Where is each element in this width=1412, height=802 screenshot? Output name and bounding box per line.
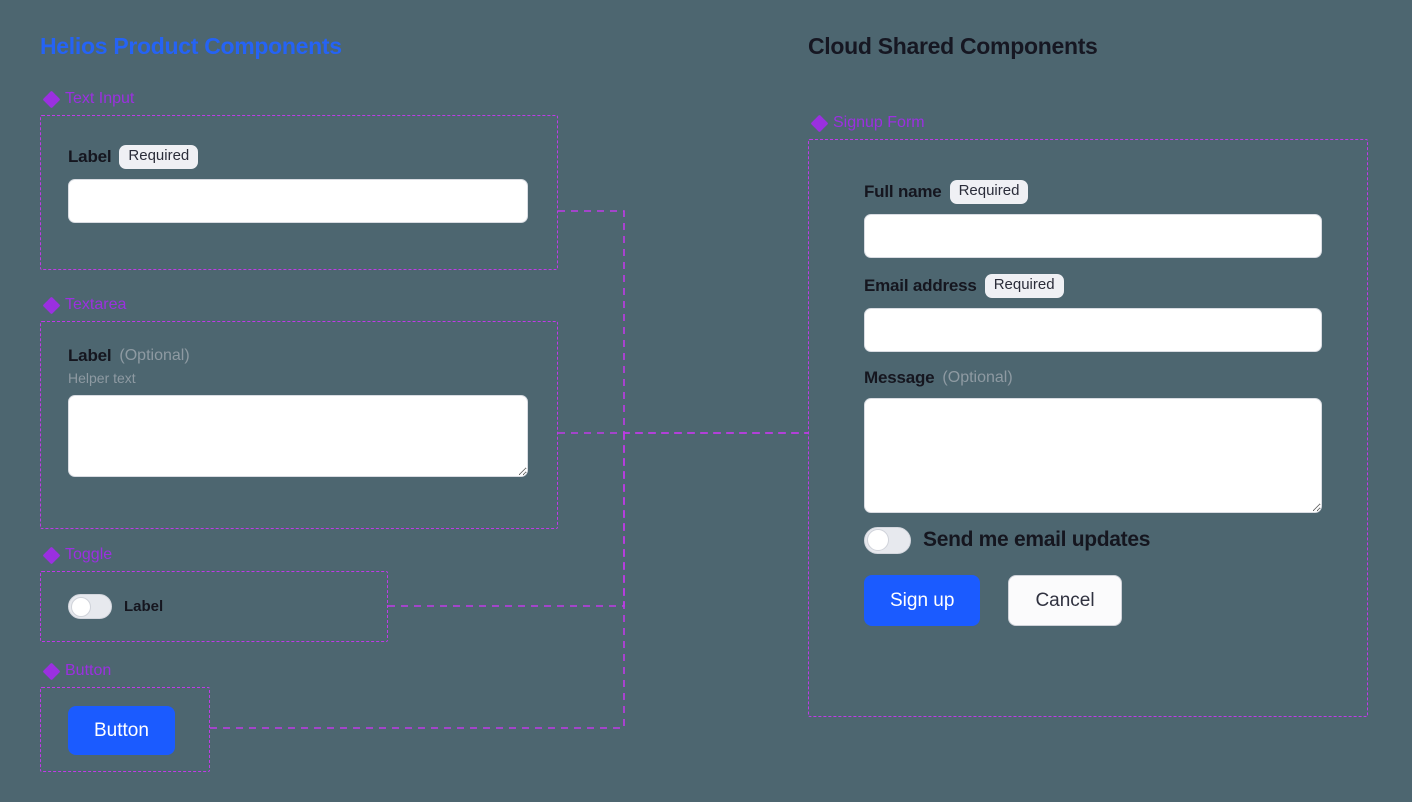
component-box-textarea: Label (Optional) Helper text [40,321,558,529]
diamond-cluster-icon [42,90,61,108]
group-label-toggle: Toggle [42,546,113,564]
group-label-textarea: Textarea [42,296,127,314]
group-label-text: Text Input [65,90,135,107]
email-input[interactable] [864,307,1322,352]
helper-text: Helper text [68,370,136,386]
demo-button[interactable]: Button [68,706,175,755]
required-badge: Required [984,273,1064,298]
group-label-text: Toggle [65,546,113,563]
sign-up-button[interactable]: Sign up [864,574,981,626]
page-title-left: Helios Product Components [40,33,342,59]
email-updates-label: Send me email updates [923,528,1151,551]
toggle-row: Label [68,594,163,619]
diamond-cluster-icon [810,114,829,132]
component-box-text-input: Label Required [40,115,558,270]
page-title-right: Cloud Shared Components [808,33,1098,59]
message-textarea[interactable] [864,397,1322,513]
field-label: Message [864,367,935,387]
text-input-field[interactable] [68,178,528,223]
field-label-row: Email address Required [864,273,1322,298]
field-label: Label [68,146,112,166]
email-updates-toggle-row: Send me email updates [864,526,1322,554]
required-badge: Required [119,145,199,169]
field-label: Full name [864,181,942,201]
textarea-field[interactable] [68,395,528,477]
group-label-signup-form: Signup Form [810,114,925,132]
optional-hint: (Optional) [119,347,190,364]
group-label-text-input: Text Input [42,90,135,108]
component-box-signup-form: Full name Required Email address Require… [808,139,1368,717]
group-label-text: Signup Form [833,114,925,131]
field-email: Email address Required [864,273,1322,352]
group-label-text: Textarea [65,296,127,313]
field-label-row: Label (Optional) [68,346,528,366]
diamond-cluster-icon [42,296,61,314]
component-box-button: Button [40,687,210,772]
form-actions: Sign up Cancel [864,574,1322,626]
connector-text-input [558,210,808,434]
field-label: Label [68,346,112,365]
field-label-row: Label Required [68,145,528,169]
field-message: Message (Optional) [864,368,1322,513]
diamond-cluster-icon [42,662,61,680]
field-label: Email address [864,275,977,295]
email-updates-toggle[interactable] [864,526,911,554]
field-label-row: Full name Required [864,180,1322,204]
group-label-button: Button [42,662,112,680]
toggle-switch[interactable] [68,594,112,619]
full-name-input[interactable] [864,213,1322,258]
diamond-cluster-icon [42,546,61,564]
field-full-name: Full name Required [864,180,1322,258]
toggle-knob [867,529,889,551]
component-box-toggle: Label [40,571,388,642]
toggle-label: Label [124,598,164,615]
field-label-row: Message (Optional) [864,368,1322,388]
optional-hint: (Optional) [942,368,1013,386]
group-label-text: Button [65,662,112,679]
toggle-knob [71,596,91,617]
cancel-button[interactable]: Cancel [1008,574,1122,626]
required-badge: Required [949,180,1029,204]
